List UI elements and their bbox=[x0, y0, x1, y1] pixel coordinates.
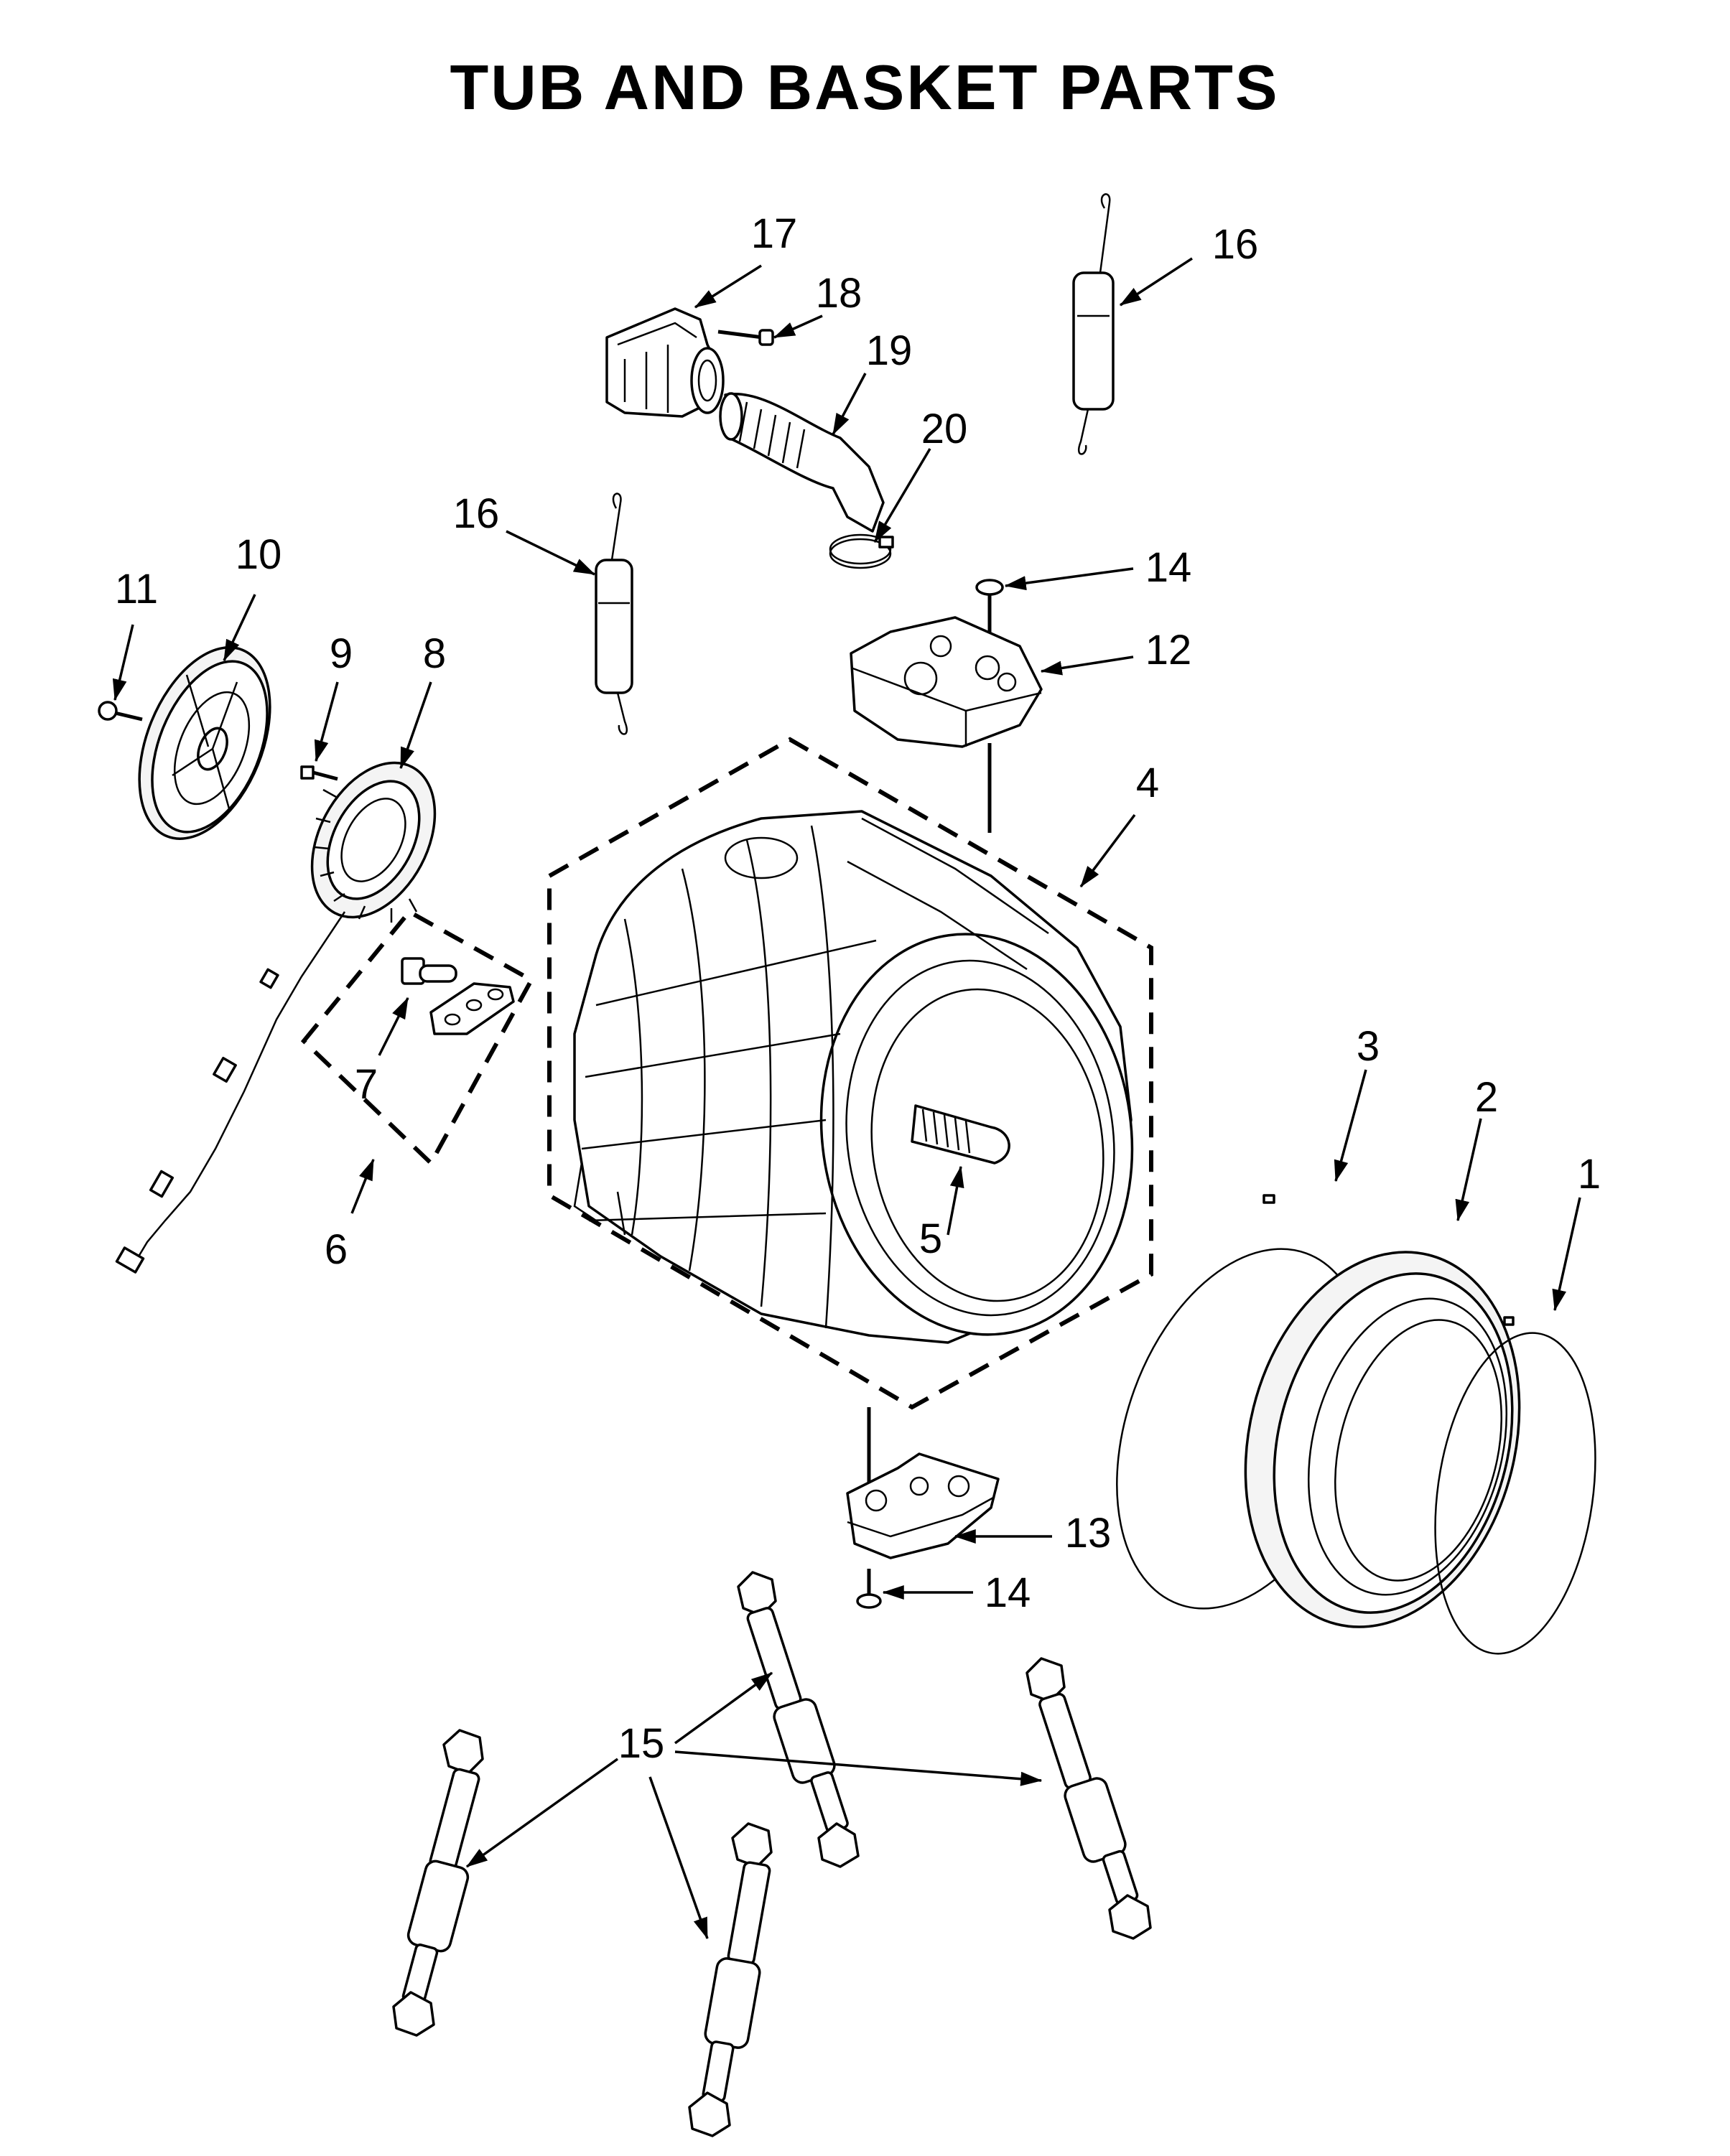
part-4-tub bbox=[573, 810, 1134, 1344]
callout-19: 19 bbox=[866, 327, 913, 374]
part-16-spring-left bbox=[595, 493, 633, 735]
callout-13: 13 bbox=[1065, 1510, 1112, 1557]
part-16-spring-top bbox=[1072, 193, 1115, 455]
part-4-tub-outline bbox=[547, 737, 1153, 1410]
callout-9: 9 bbox=[330, 630, 353, 677]
callout-10: 10 bbox=[236, 531, 282, 578]
callout-4: 4 bbox=[1136, 760, 1159, 806]
part-10-rotor bbox=[138, 646, 271, 840]
part-20-clamp bbox=[829, 533, 894, 569]
part-18-screw bbox=[717, 329, 774, 346]
callout-12: 12 bbox=[1145, 627, 1192, 673]
part-17-housing bbox=[605, 307, 725, 418]
part-19-hose bbox=[719, 392, 885, 533]
callout-3: 3 bbox=[1357, 1023, 1380, 1070]
part-7-thermistor bbox=[401, 957, 457, 985]
callout-16-left: 16 bbox=[453, 490, 500, 537]
callout-11: 11 bbox=[115, 566, 158, 612]
part-1-clamp-ring bbox=[1434, 1316, 1596, 1655]
part-6-kit-outline bbox=[300, 909, 535, 1167]
callout-20: 20 bbox=[921, 406, 968, 452]
part-15-damper-right bbox=[1026, 1657, 1152, 1940]
part-9-screw bbox=[300, 765, 338, 781]
callout-14-bottom: 14 bbox=[985, 1569, 1031, 1616]
leader-lines bbox=[112, 257, 1581, 1940]
part-8-stator bbox=[310, 761, 437, 923]
callout-18: 18 bbox=[816, 270, 862, 317]
part-11-screw bbox=[98, 701, 143, 722]
callout-8: 8 bbox=[423, 630, 446, 677]
callout-7: 7 bbox=[355, 1061, 378, 1108]
callout-2: 2 bbox=[1475, 1074, 1498, 1121]
part-15-damper-left bbox=[392, 1729, 484, 2037]
diagram-title: TUB AND BASKET PARTS bbox=[450, 52, 1279, 123]
callout-16-top: 16 bbox=[1212, 221, 1259, 268]
part-2-bellow bbox=[1244, 1251, 1521, 1628]
callout-15: 15 bbox=[618, 1720, 665, 1767]
callout-1: 1 bbox=[1578, 1151, 1601, 1198]
callout-17-label: 17 bbox=[751, 210, 798, 257]
part-15-damper-center bbox=[737, 1571, 860, 1868]
part-15-damper-bottom bbox=[688, 1822, 773, 2137]
part-6-heater-seal bbox=[429, 982, 515, 1035]
callout-5: 5 bbox=[919, 1215, 942, 1262]
callout-14-top: 14 bbox=[1145, 544, 1192, 591]
wire-harness bbox=[115, 911, 346, 1274]
callout-6: 6 bbox=[325, 1226, 348, 1273]
part-14-screw-bottom bbox=[856, 1569, 882, 1609]
part-12-counterweight-top bbox=[850, 616, 1043, 748]
